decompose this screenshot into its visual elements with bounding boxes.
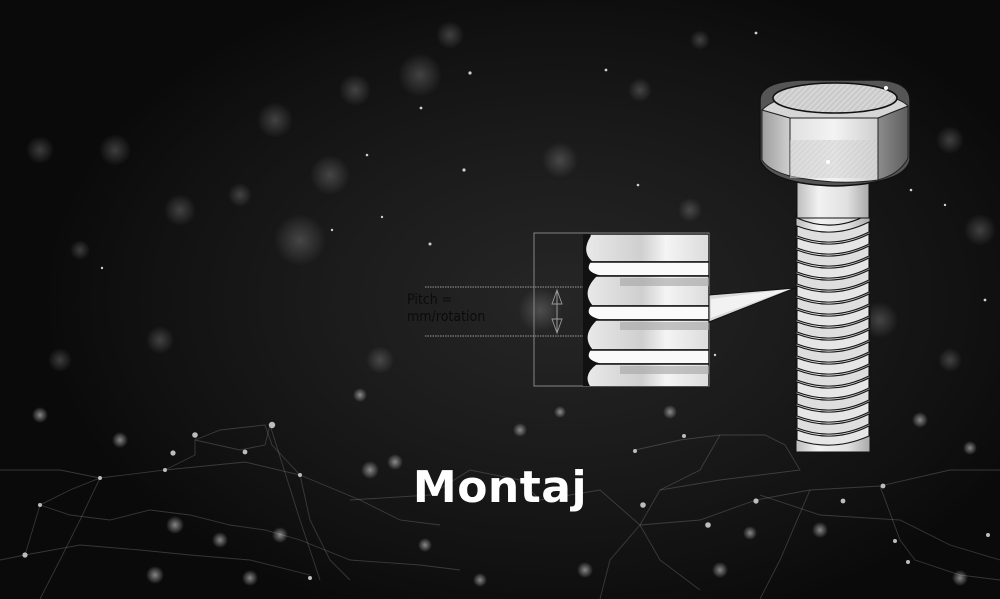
pitch-label-line2: mm/rotation [407,309,486,325]
pitch-label: Pitch = mm/rotation [407,292,485,326]
pitch-label-line1: Pitch = [407,292,453,308]
banner-title: Montaj [412,462,588,513]
bolt-illustration [759,79,911,453]
